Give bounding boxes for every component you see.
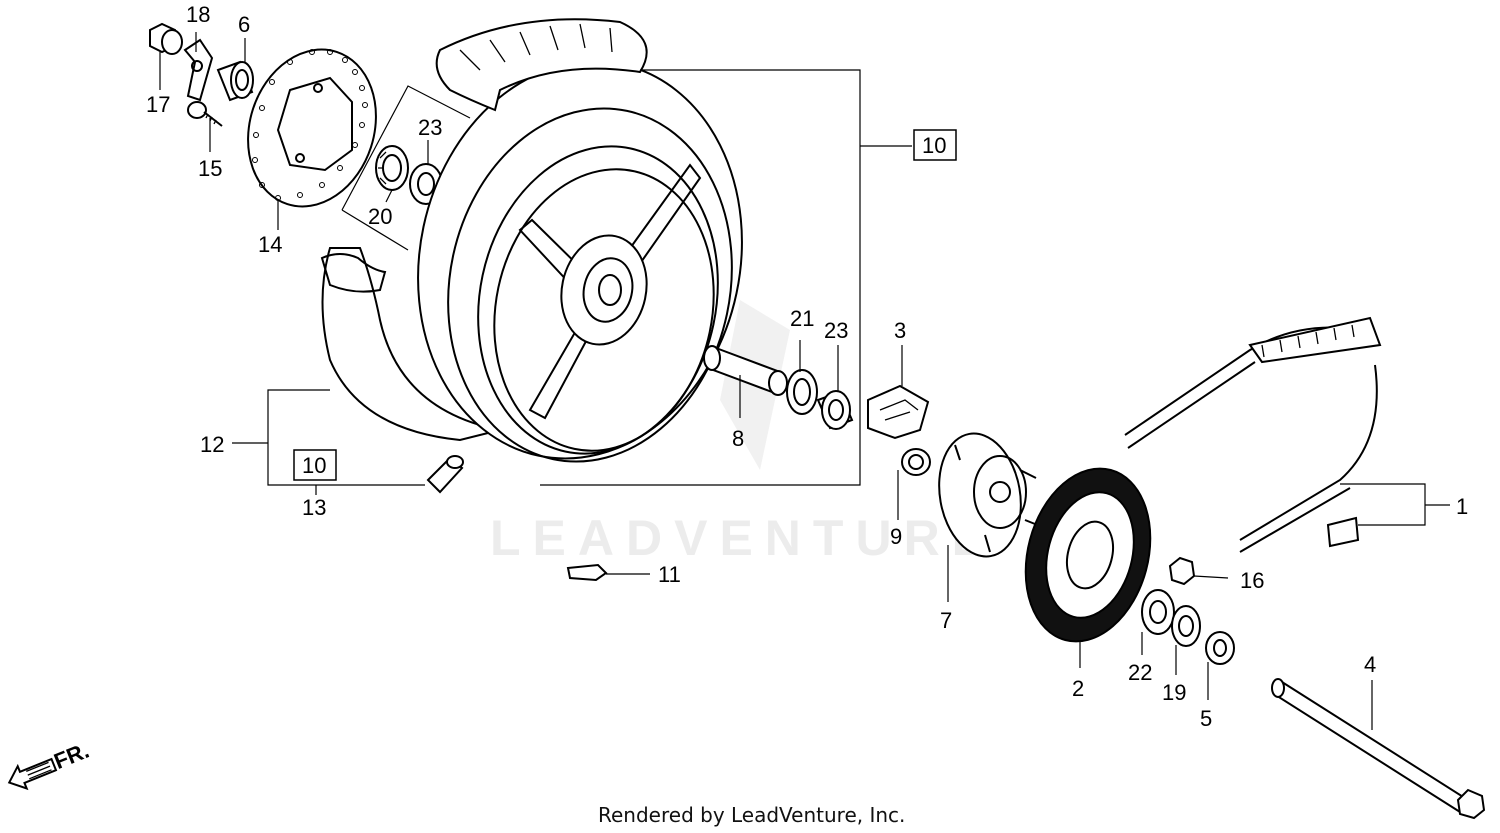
- part-11-balance-weight[interactable]: [566, 563, 650, 582]
- part-15-screw[interactable]: [187, 101, 223, 127]
- part-6-collar[interactable]: [216, 60, 254, 102]
- callout-20: 20: [368, 204, 392, 229]
- part-2-sprocket[interactable]: [1007, 454, 1168, 655]
- part-21-seal[interactable]: [786, 369, 818, 415]
- part-5-collar[interactable]: [1205, 631, 1235, 665]
- part-1-drive-chain[interactable]: [1124, 316, 1450, 553]
- watermark: LEADVENTURE: [490, 300, 997, 566]
- callout-17: 17: [146, 92, 170, 117]
- part-23-bearing-lower[interactable]: [816, 390, 854, 430]
- callout-5: 5: [1200, 706, 1212, 731]
- part-22-bearing[interactable]: [1141, 589, 1175, 635]
- part-7-sprocket-flange[interactable]: [930, 427, 1041, 563]
- part-18-bracket[interactable]: [183, 38, 214, 102]
- callout-6: 6: [238, 12, 250, 37]
- part-14-brake-disc[interactable]: [228, 33, 395, 223]
- boxed-ref-10-lower-text: 10: [302, 453, 326, 478]
- part-3-damper[interactable]: [867, 384, 930, 440]
- callout-23-lower: 23: [824, 318, 848, 343]
- callout-21: 21: [790, 306, 814, 331]
- part-16-nut[interactable]: [1168, 556, 1229, 586]
- bracket-10-leaders: [540, 69, 912, 486]
- part-20-bearing[interactable]: [375, 145, 409, 191]
- callout-15: 15: [198, 156, 222, 181]
- leader-lines: [159, 32, 1373, 730]
- callout-23-upper: 23: [418, 115, 442, 140]
- callout-8: 8: [732, 426, 744, 451]
- callout-11: 11: [658, 562, 681, 587]
- callout-7: 7: [940, 608, 952, 633]
- part-19-seal[interactable]: [1171, 605, 1201, 647]
- front-direction-indicator: FR.: [7, 738, 93, 791]
- boxed-ref-10-upper: 10: [913, 129, 957, 161]
- part-12-tube[interactable]: [320, 247, 501, 442]
- callout-18: 18: [186, 2, 210, 27]
- callout-1: 1: [1456, 494, 1468, 519]
- callout-4: 4: [1364, 652, 1376, 677]
- footer-credit: Rendered by LeadVenture, Inc.: [598, 803, 905, 827]
- part-4-axle[interactable]: [1271, 678, 1486, 820]
- callout-14: 14: [258, 232, 282, 257]
- callout-13: 13: [302, 495, 326, 520]
- boxed-ref-10-upper-text: 10: [922, 133, 946, 158]
- callout-3: 3: [894, 318, 906, 343]
- part-9-collar[interactable]: [901, 448, 931, 476]
- part-13-valve[interactable]: [426, 455, 464, 494]
- fr-arrow-label: FR.: [50, 738, 92, 774]
- callout-16: 16: [1240, 568, 1264, 593]
- callout-2: 2: [1072, 676, 1084, 701]
- callout-22: 22: [1128, 660, 1152, 685]
- boxed-ref-10-lower: 10: [293, 449, 337, 481]
- watermark-text: LEADVENTURE: [490, 510, 997, 566]
- part-10-wheel-assembly[interactable]: [382, 18, 778, 489]
- callout-9: 9: [890, 524, 902, 549]
- callout-12: 12: [200, 432, 224, 457]
- part-17-bolt[interactable]: [149, 22, 183, 55]
- callout-19: 19: [1162, 680, 1186, 705]
- bracket-12-leaders: [232, 389, 425, 486]
- part-8-collar[interactable]: [703, 345, 788, 396]
- disc-holes: [252, 49, 368, 201]
